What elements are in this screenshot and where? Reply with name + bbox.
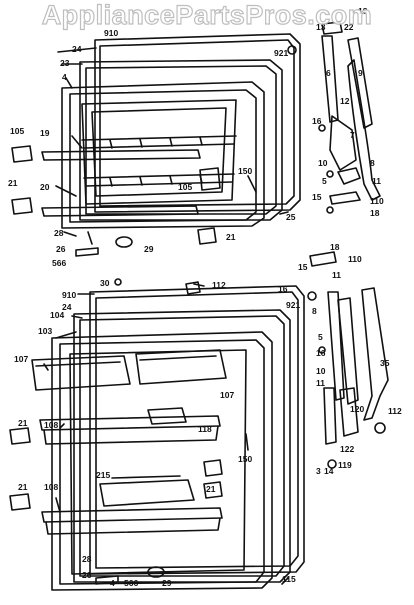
callout: 21	[8, 178, 18, 188]
callout: 112	[212, 280, 226, 290]
callout: 12	[340, 96, 350, 106]
callout: 11	[332, 270, 341, 280]
callout: 13	[316, 22, 326, 32]
callout: 910	[104, 28, 118, 38]
callout: 25	[286, 212, 296, 222]
upper-callouts: 18 13 22 921 24 23 4 6 9 12 16 7 10 8 11…	[8, 6, 384, 268]
callout: 28	[82, 554, 92, 564]
callout: 105	[10, 126, 24, 136]
callout: 29	[144, 244, 154, 254]
callout: 910	[62, 290, 76, 300]
watermark: AppliancePartsPros.com	[41, 0, 373, 31]
callout: 26	[82, 570, 92, 580]
callout: 110	[348, 254, 362, 264]
callout: 29	[162, 578, 172, 588]
lower-callouts: 18 110 15 11 30 112 16 921 910 104 24 10…	[14, 28, 402, 588]
callout: 10	[316, 366, 326, 376]
callout: 566	[52, 258, 66, 268]
callout: 7	[350, 130, 355, 140]
callout: 26	[56, 244, 66, 254]
callout: 150	[238, 166, 252, 176]
callout: 16	[278, 284, 288, 294]
callout: 921	[274, 48, 288, 58]
callout: 108	[44, 420, 58, 430]
callout: 30	[100, 278, 110, 288]
callout: 18	[358, 6, 368, 16]
callout: 23	[60, 58, 70, 68]
callout: 103	[38, 326, 52, 336]
callout: 118	[198, 424, 212, 434]
callout: 24	[62, 302, 72, 312]
callout: 21	[18, 418, 28, 428]
callout: 11	[316, 378, 325, 388]
callout: 150	[238, 454, 252, 464]
callout: 28	[54, 228, 64, 238]
callout: 215	[96, 470, 110, 480]
callout: 115	[282, 574, 296, 584]
callout: 119	[338, 460, 352, 470]
callout: 6	[326, 68, 331, 78]
callout: 107	[220, 390, 234, 400]
callout: 104	[50, 310, 64, 320]
callout: 24	[72, 44, 82, 54]
callout: 21	[18, 482, 28, 492]
callout: 22	[344, 22, 354, 32]
lower-door-assembly	[9, 251, 389, 591]
callout: 120	[350, 404, 364, 414]
callout: 107	[14, 354, 28, 364]
callout: 21	[206, 484, 216, 494]
callout: 19	[40, 128, 50, 138]
callout: 566	[124, 578, 138, 588]
callout: 11	[372, 176, 381, 186]
callout: 15	[298, 262, 308, 272]
callout: 15	[312, 192, 322, 202]
callout: 5	[322, 176, 327, 186]
callout: 8	[370, 158, 375, 168]
callout: 16	[312, 116, 322, 126]
callout: 8	[312, 306, 317, 316]
callout: 921	[286, 300, 300, 310]
callout: 110	[370, 196, 384, 206]
callout: 18	[330, 242, 340, 252]
callout: 10	[318, 158, 328, 168]
callout: 4	[62, 72, 67, 82]
callout: 18	[370, 208, 380, 218]
callout: 112	[388, 406, 402, 416]
callout: 14	[324, 466, 334, 476]
callout: 16	[316, 348, 326, 358]
callout: 35	[380, 358, 390, 368]
callout: 21	[226, 232, 236, 242]
callout: 3	[316, 466, 321, 476]
callout: 4	[110, 578, 115, 588]
callout: 9	[358, 68, 363, 78]
callout: 20	[40, 182, 50, 192]
callout: 122	[340, 444, 354, 454]
upper-door-assembly	[11, 21, 381, 257]
callout: 108	[44, 482, 58, 492]
callout: 105	[178, 182, 192, 192]
callout: 5	[318, 332, 323, 342]
